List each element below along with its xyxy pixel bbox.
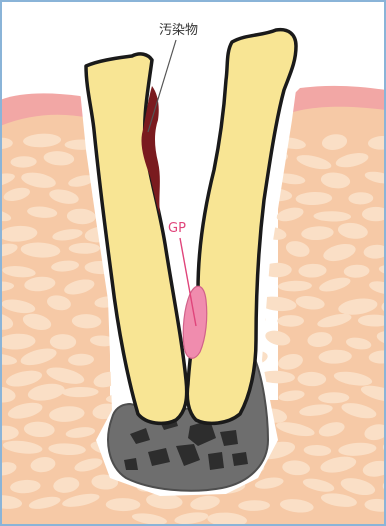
gp-label: GP bbox=[168, 222, 186, 235]
contaminant-label: 汚染物 bbox=[159, 24, 198, 37]
